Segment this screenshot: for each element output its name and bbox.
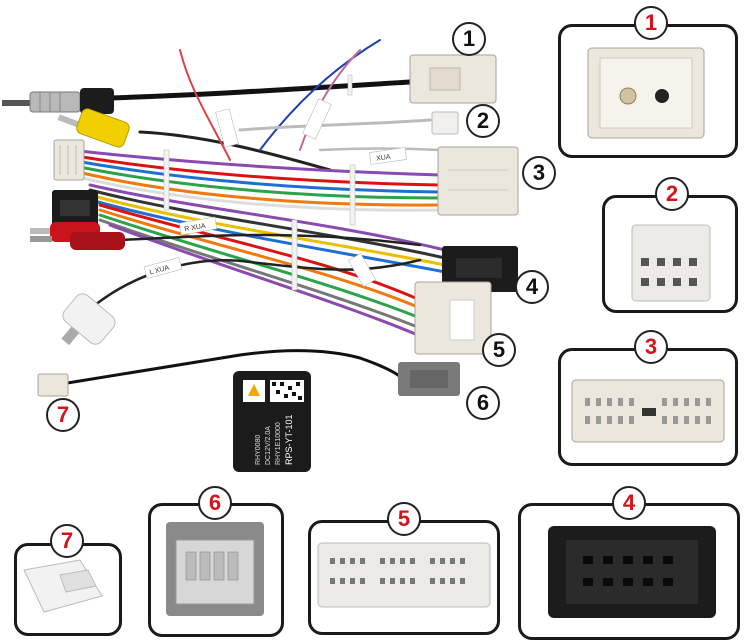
module-line2: RHY1E10000 bbox=[275, 422, 282, 465]
tag-rear-right: R XUA bbox=[184, 223, 207, 234]
yellow-rca-plug bbox=[57, 108, 130, 148]
detail-label-3: 3 bbox=[634, 330, 668, 364]
wire-bundle bbox=[53, 39, 447, 387]
detail-panel-6 bbox=[148, 503, 284, 637]
white-rca-plug bbox=[61, 293, 116, 346]
detail-panel-4 bbox=[518, 503, 740, 640]
left-white-connector bbox=[53, 139, 85, 181]
module-model: RPS-YT-101 bbox=[284, 414, 294, 465]
red-rca-plugs bbox=[30, 222, 125, 250]
detail-panel-3 bbox=[558, 348, 738, 466]
small-connector-7 bbox=[37, 373, 69, 397]
detail-label-7: 7 bbox=[50, 524, 84, 558]
detail-label-5: 5 bbox=[387, 502, 421, 536]
harness-label-2: 2 bbox=[466, 104, 500, 138]
connector-5 bbox=[414, 281, 492, 355]
harness-label-5: 5 bbox=[482, 333, 516, 367]
wire-tags: R XUA L XUA XUA bbox=[143, 98, 407, 287]
module-line3: DC12V/2.0A bbox=[265, 426, 272, 465]
detail-label-6: 6 bbox=[198, 486, 232, 520]
detail-panel-2 bbox=[602, 195, 738, 313]
detail-label-1: 1 bbox=[634, 6, 668, 40]
harness-label-7: 7 bbox=[46, 398, 80, 432]
module-line4: RHY0080 bbox=[255, 435, 262, 465]
connector-3 bbox=[437, 146, 519, 216]
connector-4 bbox=[442, 246, 518, 292]
connector-6 bbox=[398, 362, 460, 396]
left-black-connector bbox=[52, 190, 98, 226]
connector-1 bbox=[409, 54, 497, 104]
antenna-plug bbox=[2, 88, 114, 114]
tag-aux: XUA bbox=[376, 154, 392, 163]
detail-label-2: 2 bbox=[655, 177, 689, 211]
harness-label-4: 4 bbox=[515, 270, 549, 304]
connector-2 bbox=[431, 111, 459, 135]
can-box-module: RPS-YT-101 RHY1E10000 DC12V/2.0A RHY0080 bbox=[233, 371, 311, 472]
detail-label-4: 4 bbox=[612, 486, 646, 520]
harness-label-3: 3 bbox=[522, 156, 556, 190]
detail-panel-5 bbox=[308, 520, 500, 635]
detail-panel-1 bbox=[558, 24, 738, 158]
harness-label-6: 6 bbox=[466, 386, 500, 420]
harness-label-1: 1 bbox=[452, 22, 486, 56]
